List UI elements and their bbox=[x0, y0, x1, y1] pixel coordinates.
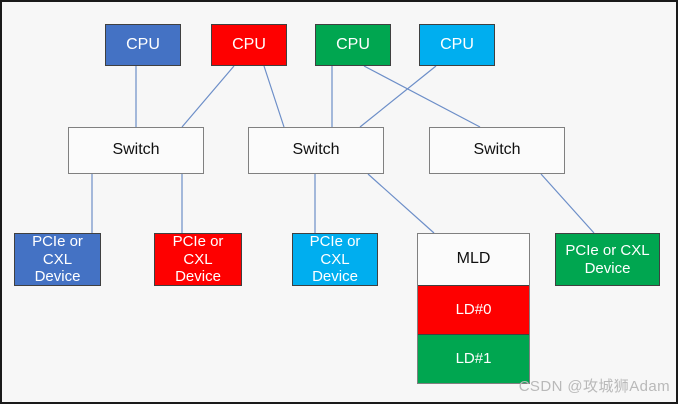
logical-device-label: LD#1 bbox=[455, 350, 492, 368]
cpu-node-2[interactable]: CPU bbox=[315, 24, 391, 66]
cpu-node-3[interactable]: CPU bbox=[419, 24, 495, 66]
switch-node-0[interactable]: Switch bbox=[68, 127, 204, 174]
device-node-1[interactable]: PCIe or CXL Device bbox=[154, 233, 242, 286]
device-node-3[interactable]: PCIe or CXL Device bbox=[555, 233, 660, 286]
mld-header: MLD bbox=[418, 234, 529, 285]
switch-node-2[interactable]: Switch bbox=[429, 127, 565, 174]
watermark: CSDN @攻城狮Adam bbox=[518, 378, 670, 395]
switch-label: Switch bbox=[473, 141, 521, 159]
connector-switch-1-to-mld bbox=[367, 173, 435, 234]
switch-node-1[interactable]: Switch bbox=[248, 127, 384, 174]
logical-device-0[interactable]: LD#0 bbox=[418, 284, 529, 334]
logical-device-1[interactable]: LD#1 bbox=[418, 333, 529, 383]
switch-label: Switch bbox=[112, 141, 160, 159]
cpu-label: CPU bbox=[336, 35, 370, 53]
connector-cpu-1-to-switch-1 bbox=[263, 65, 285, 128]
connector-cpu-1-to-switch-0 bbox=[181, 65, 235, 128]
device-node-0[interactable]: PCIe or CXL Device bbox=[14, 233, 101, 286]
cpu-node-1[interactable]: CPU bbox=[211, 24, 287, 66]
device-label: PCIe or CXL Device bbox=[309, 232, 361, 286]
connector-switch-2-to-device-3 bbox=[540, 173, 595, 234]
switch-label: Switch bbox=[292, 141, 340, 159]
cpu-label: CPU bbox=[440, 35, 474, 53]
connector-cpu-2-to-switch-2 bbox=[363, 65, 481, 128]
device-label: PCIe or CXL Device bbox=[565, 241, 650, 277]
connector-cpu-3-to-switch-1 bbox=[359, 65, 437, 128]
logical-device-label: LD#0 bbox=[455, 301, 492, 319]
cpu-label: CPU bbox=[232, 35, 266, 53]
device-label: PCIe or CXL Device bbox=[32, 232, 83, 286]
device-node-2[interactable]: PCIe or CXL Device bbox=[292, 233, 378, 286]
cpu-label: CPU bbox=[126, 35, 160, 53]
cpu-node-0[interactable]: CPU bbox=[105, 24, 181, 66]
device-label: PCIe or CXL Device bbox=[172, 232, 224, 286]
